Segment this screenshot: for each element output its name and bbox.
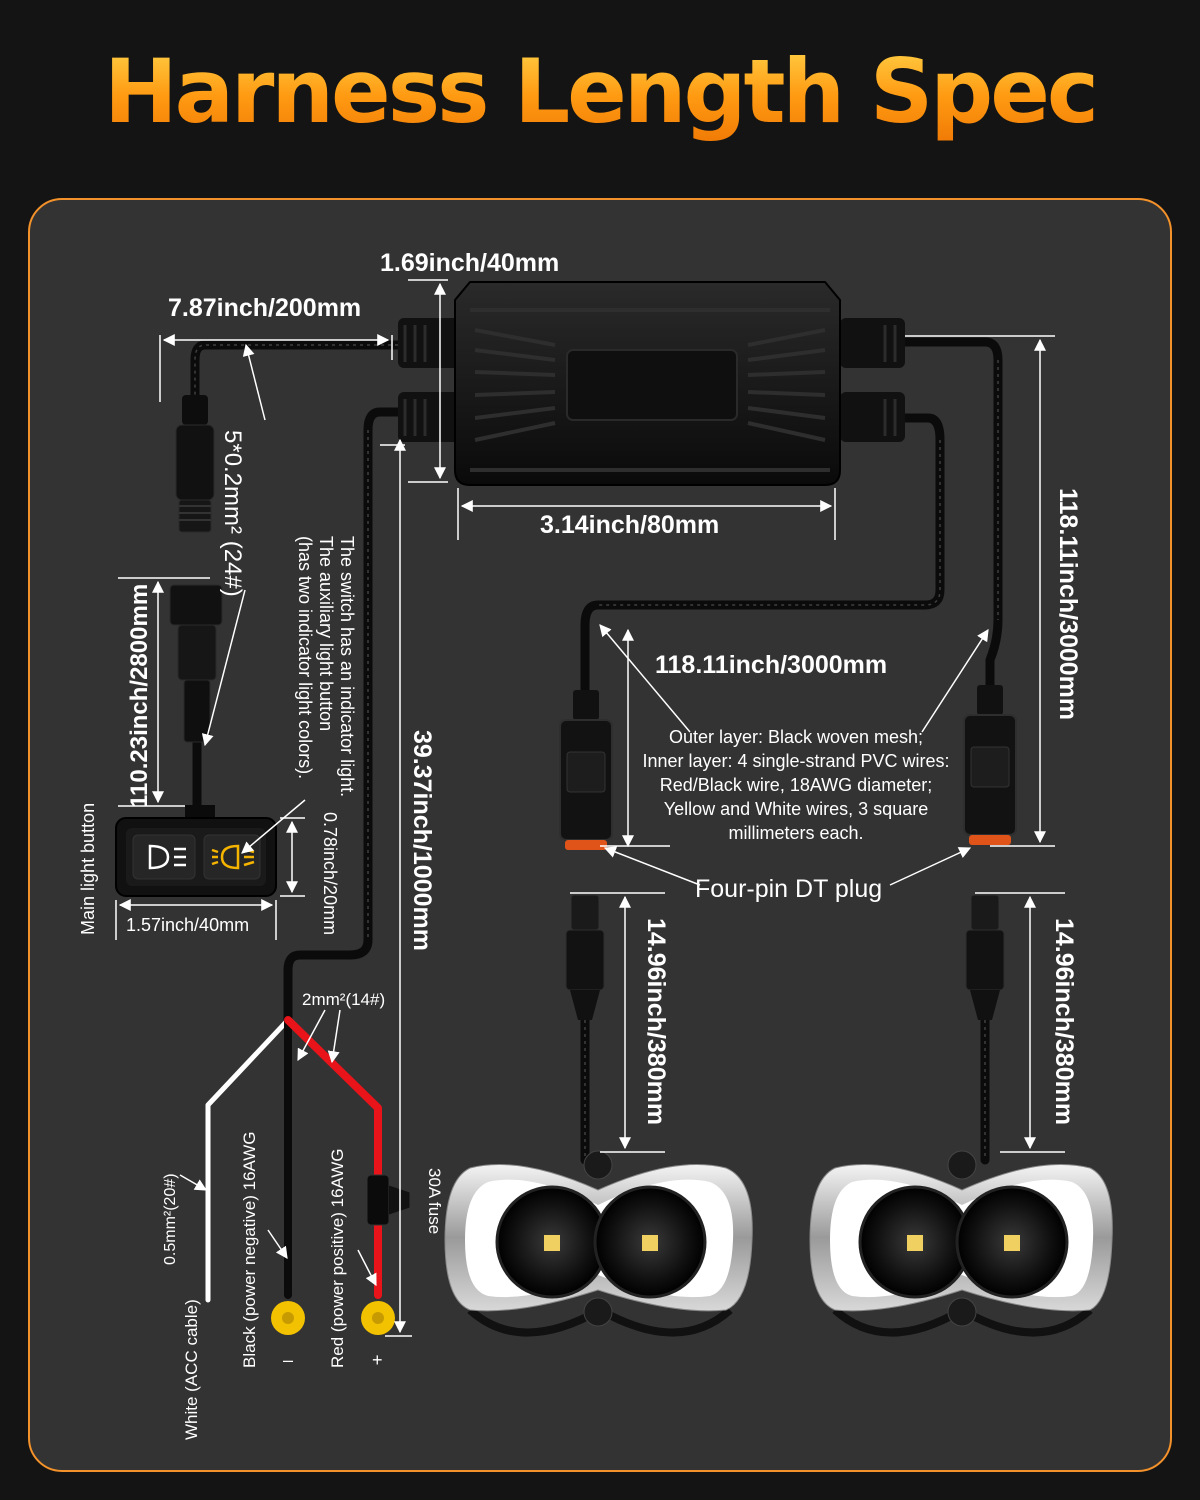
dt-plug-left (559, 690, 613, 850)
black-wire-label: Black (power negative) 16AWG (240, 1131, 259, 1368)
white-wire-label: White (ACC cable) (182, 1299, 201, 1440)
dt-plug-right (963, 685, 1017, 845)
box-height-label: 1.69inch/40mm (380, 249, 560, 277)
switch-note: The switch has an indicator light. The a… (295, 536, 357, 798)
minus-sign: – (283, 1350, 294, 1370)
wire-2mm-label: 2mm²(14#) (302, 990, 386, 1009)
fuse-label: 30A fuse (425, 1168, 444, 1235)
switch-panel (115, 805, 277, 897)
box-length-label: 3.14inch/80mm (540, 511, 720, 539)
ring-terminals (271, 1301, 395, 1335)
work-light-left (444, 1150, 753, 1337)
power-cable-label: 39.37inch/1000mm (408, 730, 436, 951)
page-title: Harness Length Spec (0, 40, 1200, 143)
cable-note: Outer layer: Black woven mesh; Inner lay… (642, 727, 950, 843)
fuse-holder (366, 1174, 411, 1226)
switch-width-label: 1.57inch/40mm (126, 915, 250, 935)
dimension-lines (115, 279, 1065, 1337)
lamp-lead-left-label: 14.96inch/380mm (642, 918, 670, 1126)
lamp-plug-right (965, 894, 1005, 1020)
power-wires (205, 1016, 382, 1303)
acc-gauge-label: 0.5mm²(20#) (162, 1173, 179, 1265)
main-light-button-label: Main light button (78, 802, 98, 935)
lamp-lead-right-label: 14.96inch/380mm (1050, 918, 1078, 1126)
light-cable-right-label: 118.11inch/3000mm (1054, 488, 1082, 721)
round-connector-top (175, 395, 215, 533)
switch-connector (169, 584, 223, 743)
switch-height-label: 0.78inch/20mm (320, 812, 340, 936)
plus-sign: + (372, 1350, 383, 1370)
red-wire-label: Red (power positive) 16AWG (328, 1148, 347, 1368)
relay-box (398, 281, 905, 486)
leader-lines (179, 343, 989, 1287)
lamp-plug-left (565, 894, 605, 1020)
wire-gauge-top-label: 5*0.2mm² (24#) (219, 430, 246, 597)
top-lead-label: 7.87inch/200mm (168, 294, 362, 322)
headlight-icon (148, 844, 186, 870)
work-light-right (809, 1150, 1113, 1337)
switch-cable-label: 110.23inch/2800mm (126, 583, 153, 808)
light-cable-span-label: 118.11inch/3000mm (655, 651, 888, 679)
dt-plug-label: Four-pin DT plug (695, 875, 883, 903)
